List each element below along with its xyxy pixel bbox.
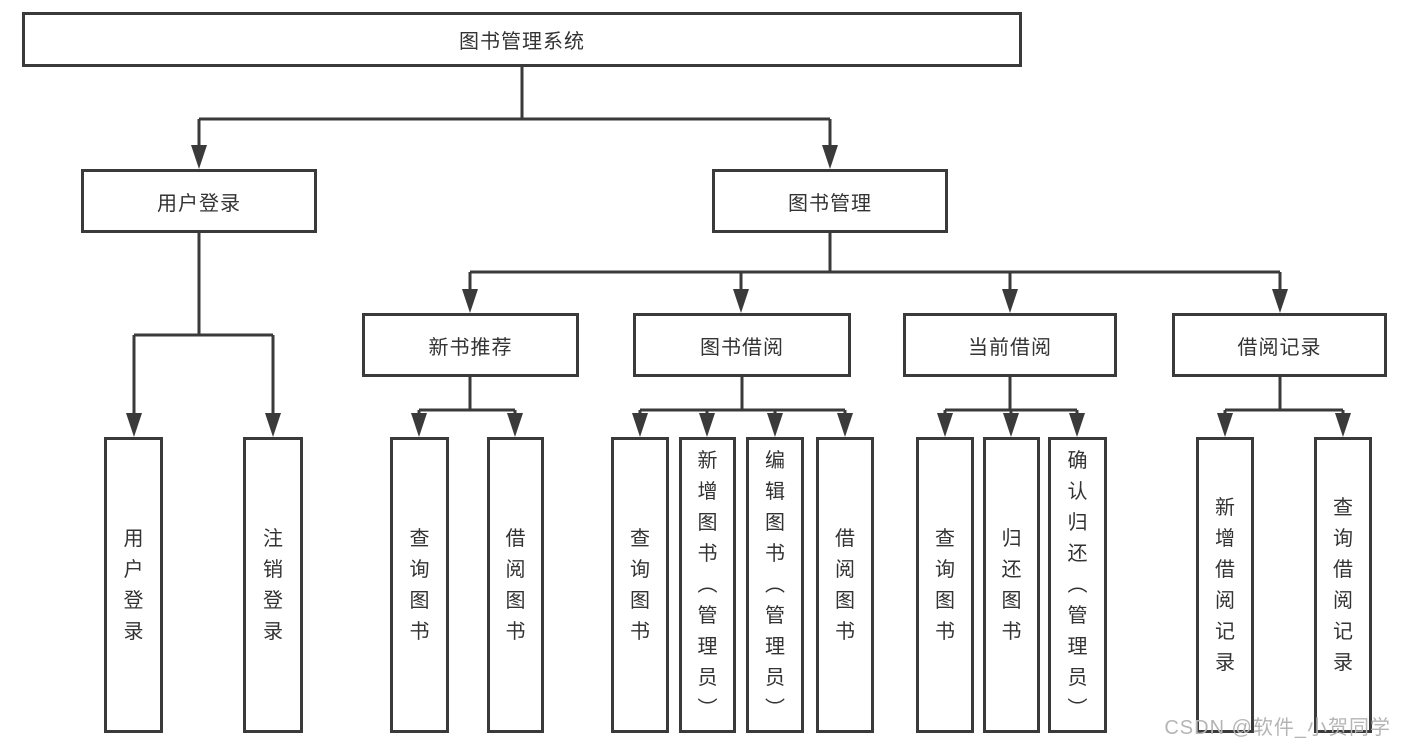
node-book-management: 图书管理 <box>712 169 948 233</box>
leaf-return-books: 归还图书 <box>983 437 1040 733</box>
node-book-management-label: 图书管理 <box>788 192 872 215</box>
leaf-user-login: 用户登录 <box>104 437 163 733</box>
watermark: CSDN @软件_小贺同学 <box>1164 717 1391 739</box>
leaf-query-books-recommend: 查询图书 <box>390 437 449 733</box>
node-new-book-recommendation: 新书推荐 <box>362 313 579 377</box>
leaf-confirm-return-admin: 确认归还︵管理员︶ <box>1048 437 1107 733</box>
node-book-borrowing-label: 图书借阅 <box>700 336 784 359</box>
node-system-root: 图书管理系统 <box>22 12 1022 67</box>
node-new-book-recommendation-label: 新书推荐 <box>428 336 513 359</box>
leaf-borrow-books-borrowing: 借阅图书 <box>816 437 874 733</box>
node-user-login-label: 用户登录 <box>157 192 241 215</box>
node-system-root-label: 图书管理系统 <box>459 31 585 53</box>
node-borrowing-records: 借阅记录 <box>1172 313 1387 377</box>
leaf-borrow-books-recommend: 借阅图书 <box>487 437 544 733</box>
leaf-query-borrow-record: 查询借阅记录 <box>1314 437 1372 733</box>
node-borrowing-records-label: 借阅记录 <box>1237 336 1322 359</box>
node-user-login: 用户登录 <box>81 169 317 233</box>
leaf-query-books-current: 查询图书 <box>916 437 974 733</box>
node-book-borrowing: 图书借阅 <box>633 313 851 377</box>
leaf-query-books-borrowing: 查询图书 <box>611 437 669 733</box>
leaf-logout-login: 注销登录 <box>243 437 303 733</box>
node-current-borrowing-label: 当前借阅 <box>968 336 1052 359</box>
leaf-add-borrow-record: 新增借阅记录 <box>1196 437 1254 733</box>
arrowheads <box>126 145 1351 437</box>
node-current-borrowing: 当前借阅 <box>903 313 1117 377</box>
leaf-add-books-admin: 新增图书︵管理员︶ <box>679 437 736 733</box>
leaf-edit-books-admin: 编辑图书︵管理员︶ <box>746 437 804 733</box>
